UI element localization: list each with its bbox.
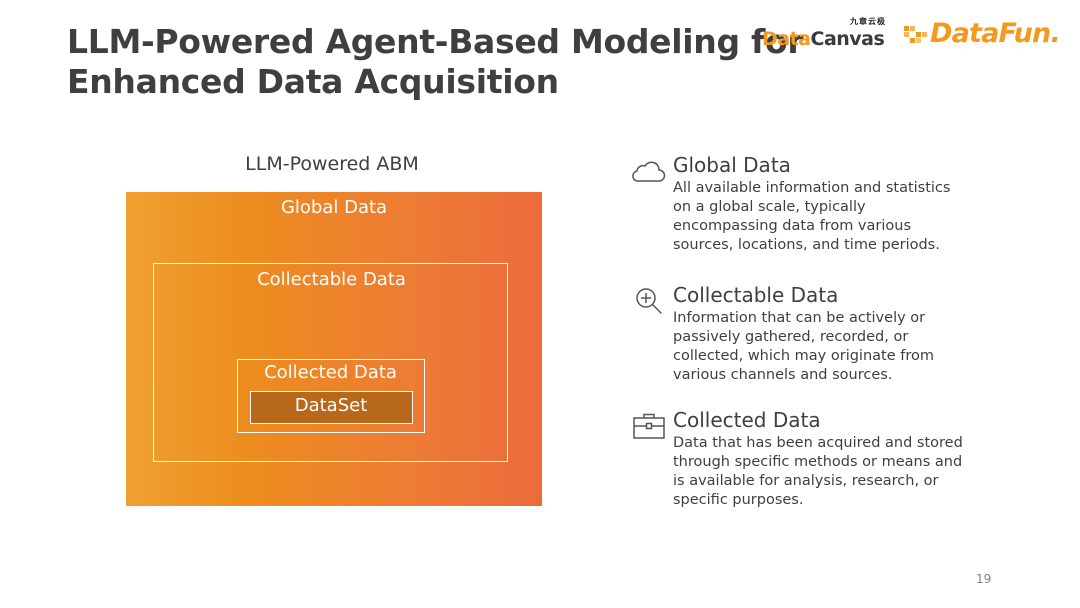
dataset-label: DataSet <box>294 395 368 416</box>
slide-title-line-1: LLM-Powered Agent-Based Modeling for <box>67 22 804 61</box>
collectable-data-box: Collectable Data Collected Data DataSet <box>153 263 508 462</box>
collectable-data-heading: Collectable Data <box>673 283 839 307</box>
magnifier-plus-icon <box>632 287 666 315</box>
collected-data-label: Collected Data <box>264 362 397 383</box>
datacanvas-logo-wordmark: DataCanvas <box>762 28 885 50</box>
global-data-heading: Global Data <box>673 153 791 177</box>
slide-title: LLM-Powered Agent-Based Modeling for Enh… <box>67 22 804 102</box>
page-number: 19 <box>976 572 992 586</box>
collected-data-box: Collected Data DataSet <box>237 359 425 433</box>
datacanvas-logo: 九章云极 DataCanvas <box>762 16 894 52</box>
global-data-description: All available information and statistics… <box>673 180 951 253</box>
datafun-logo: DataFun. <box>902 14 1062 54</box>
diagram-label: LLM-Powered ABM <box>245 153 419 175</box>
datafun-logo-wordmark: DataFun. <box>930 18 1061 49</box>
briefcase-icon <box>632 412 666 440</box>
logo-group: 九章云极 DataCanvas DataFun. <box>762 14 1062 54</box>
global-data-label: Global Data <box>280 197 388 218</box>
dataset-box: DataSet <box>250 391 413 424</box>
collectable-data-description: Information that can be actively or pass… <box>673 310 934 383</box>
global-data-box: Global Data Collectable Data Collected D… <box>126 192 542 506</box>
cloud-icon <box>632 157 666 185</box>
datacanvas-logo-part-data: Data <box>762 28 811 50</box>
datacanvas-logo-cn-text: 九章云极 <box>850 17 886 26</box>
datacanvas-logo-part-canvas: Canvas <box>810 28 885 50</box>
collected-data-heading: Collected Data <box>673 408 821 432</box>
collectable-data-label: Collectable Data <box>257 269 406 290</box>
datafun-logo-pixel-icon <box>904 26 927 43</box>
collected-data-description: Data that has been acquired and stored t… <box>673 435 963 508</box>
slide-title-line-2: Enhanced Data Acquisition <box>67 62 559 101</box>
